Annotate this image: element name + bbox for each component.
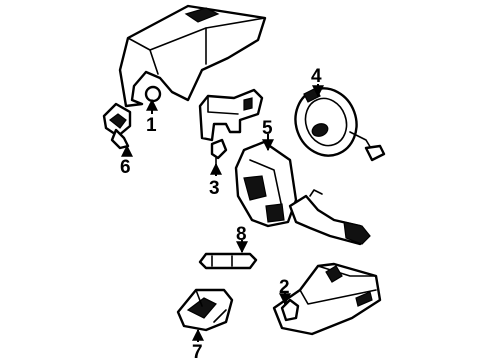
callout-3: 3 — [209, 178, 220, 199]
callout-5: 5 — [262, 118, 273, 139]
lower-shroud-part — [272, 262, 382, 336]
callout-1: 1 — [146, 115, 157, 136]
callout-4: 4 — [311, 66, 322, 87]
callout-2: 2 — [279, 277, 290, 298]
bracket-part — [176, 288, 234, 332]
callout-labels: 1 2 3 4 5 6 7 8 — [120, 66, 322, 360]
tilt-lever-part — [198, 252, 258, 270]
lock-cylinder-part — [102, 102, 132, 150]
clockspring-part — [294, 87, 386, 162]
callout-8: 8 — [236, 224, 247, 245]
multifunction-switch-part — [234, 140, 371, 246]
leader-arrows — [121, 84, 324, 342]
upper-shroud-part — [118, 4, 267, 108]
callout-6: 6 — [120, 157, 131, 178]
lock-housing-part — [198, 88, 264, 171]
callout-7: 7 — [192, 342, 203, 360]
